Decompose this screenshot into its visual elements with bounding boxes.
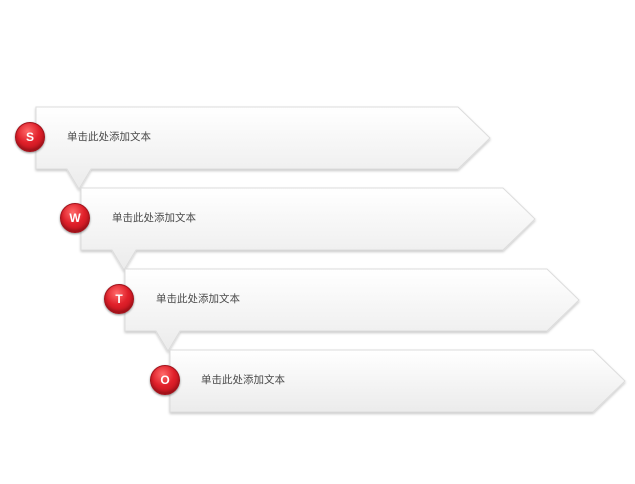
letter-badge-o: O: [150, 365, 180, 395]
arrow-banner-o: [169, 349, 626, 413]
letter-badge-t: T: [104, 284, 134, 314]
letter-badge-w: W: [60, 203, 90, 233]
step-text[interactable]: 单击此处添加文本: [156, 293, 240, 305]
step-text[interactable]: 单击此处添加文本: [201, 374, 285, 386]
arrow-banner-w: [80, 187, 536, 271]
step-text[interactable]: 单击此处添加文本: [67, 131, 151, 143]
arrow-banner-s: [35, 106, 491, 190]
step-text[interactable]: 单击此处添加文本: [112, 212, 196, 224]
arrow-banner-t: [124, 268, 580, 352]
letter-badge-s: S: [15, 122, 45, 152]
